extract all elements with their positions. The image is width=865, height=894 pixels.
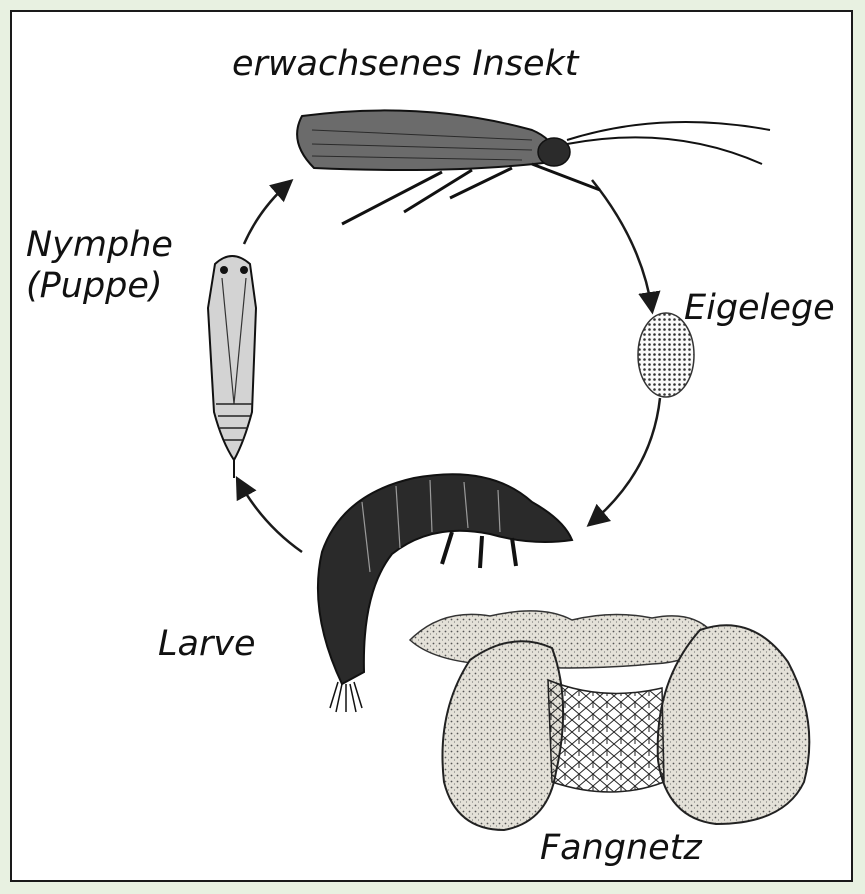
lifecycle-diagram: erwachsenes Insekt Nymphe (Puppe) Eigele… [10,10,853,882]
label-nymph-line1: Nymphe [26,225,173,266]
pupa-icon [208,256,256,478]
label-larva: Larve [158,624,256,665]
arrow-pupa-to-adult [244,182,290,244]
label-nymph: Nymphe (Puppe) [26,225,173,308]
label-egg-mass: Eigelege [684,288,835,329]
lifecycle-illustration [12,12,853,882]
arrow-adult-to-eggs [592,180,652,310]
label-nymph-line2: (Puppe) [26,266,173,307]
adult-caddisfly-icon [297,110,770,224]
arrow-eggs-to-larva [590,398,660,524]
label-capture-net: Fangnetz [540,828,702,869]
arrow-larva-to-pupa [238,480,302,552]
capture-net-icon [548,680,664,792]
label-adult-insect: erwachsenes Insekt [232,44,579,85]
